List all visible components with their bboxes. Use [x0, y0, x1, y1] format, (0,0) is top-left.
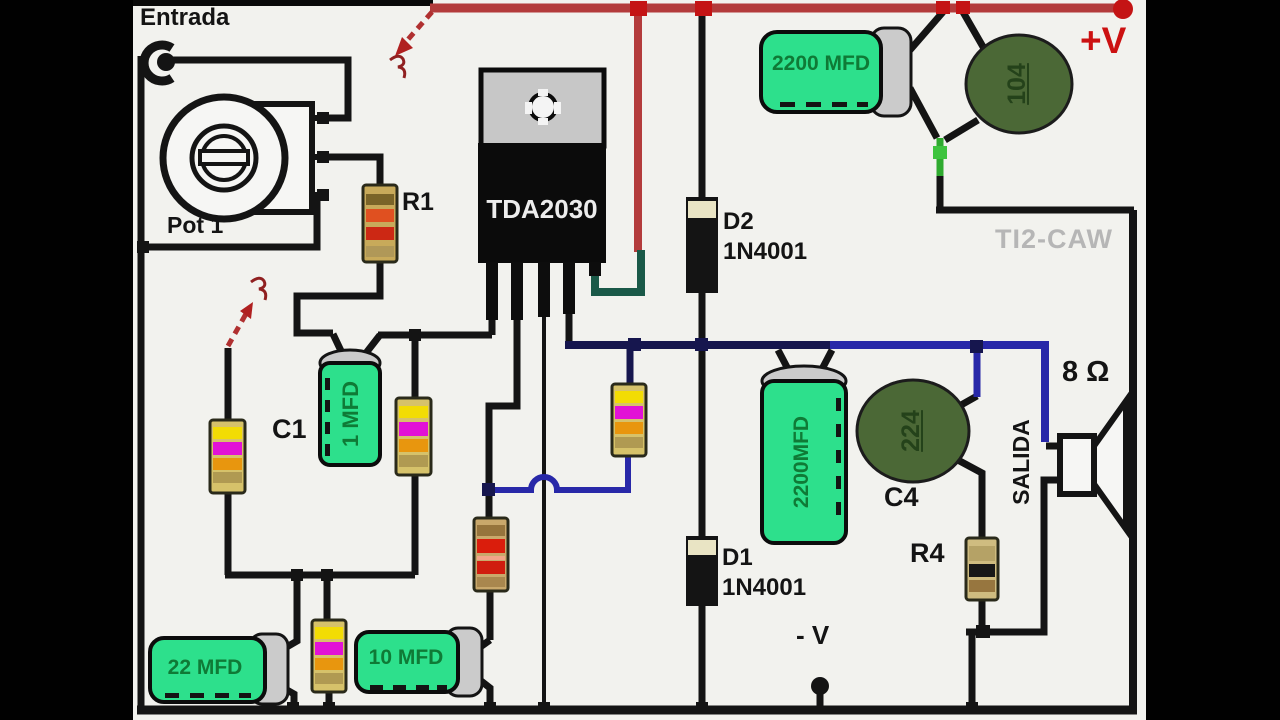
input-arrow-icon [240, 302, 253, 319]
input-label: Entrada [140, 4, 230, 31]
disc-capacitor-104 [964, 33, 1074, 135]
top-edge [133, 0, 433, 6]
resistor-bottom [310, 618, 348, 694]
junction-dots-red [630, 0, 1133, 19]
c1-value-label: 1 MFD [338, 381, 363, 447]
capacitor-c1 [318, 348, 382, 467]
ic-tda2030 [478, 67, 607, 320]
diode-d2 [686, 197, 718, 293]
resistor-r4 [964, 536, 1000, 602]
ic-label: TDA2030 [486, 194, 598, 224]
cap-22mfd-value-label: 22 MFD [167, 656, 243, 679]
potentiometer [159, 93, 329, 223]
capacitor-2200mfd-output [760, 364, 848, 545]
d1-part-label: 1N4001 [722, 574, 807, 601]
disc-224-value-label: 224 [897, 410, 925, 452]
diode-d1 [686, 536, 718, 606]
screw-slot-icon [198, 149, 250, 166]
cap-10mfd-value-label: 10 MFD [368, 646, 444, 669]
switch-glyph-icon [389, 54, 407, 79]
capacitor-22mfd [148, 632, 290, 706]
r4-label: R4 [910, 538, 945, 568]
watermark: TI2-CAW [995, 224, 1113, 254]
disc-capacitor-224 [855, 378, 971, 484]
input-arrow-red [225, 276, 268, 348]
speaker-icon [1057, 391, 1129, 539]
speaker-impedance-label: 8 Ω [1062, 356, 1110, 388]
c4-ref-label: C4 [884, 482, 919, 512]
capacitor-2200mfd-top [759, 26, 913, 118]
pot-label: Pot 1 [167, 212, 224, 238]
resistor-mid [394, 396, 433, 477]
resistor-input-filter [208, 418, 247, 495]
junction-dots [137, 241, 990, 714]
d2-ref-label: D2 [723, 208, 754, 235]
feedback-green-wire [591, 250, 645, 296]
mounting-hole-icon [528, 92, 558, 122]
junction-dots-navy [482, 338, 983, 496]
resistor-gain [472, 516, 510, 593]
negative-supply-label: - V [796, 620, 830, 650]
r1-label: R1 [402, 188, 434, 216]
switch-arrow-icon [395, 37, 413, 56]
resistor-r1 [361, 183, 399, 264]
junction-dot-green [933, 146, 947, 159]
d1-ref-label: D1 [722, 544, 753, 571]
disc-104-value-label: 104 [1003, 63, 1031, 105]
resistor-feedback [610, 382, 648, 458]
input-jack-icon [139, 40, 175, 86]
cap-output-value-label: 2200MFD [790, 415, 813, 509]
positive-supply-label: +V [1080, 20, 1127, 61]
c1-ref-label: C1 [272, 414, 307, 444]
input-glyph-icon [250, 276, 268, 301]
capacitor-10mfd [354, 626, 484, 698]
output-label: SALIDA [1008, 419, 1034, 505]
power-rail-red [389, 3, 1127, 252]
d2-part-label: 1N4001 [723, 238, 808, 265]
cap-top-value-label: 2200 MFD [771, 52, 871, 75]
